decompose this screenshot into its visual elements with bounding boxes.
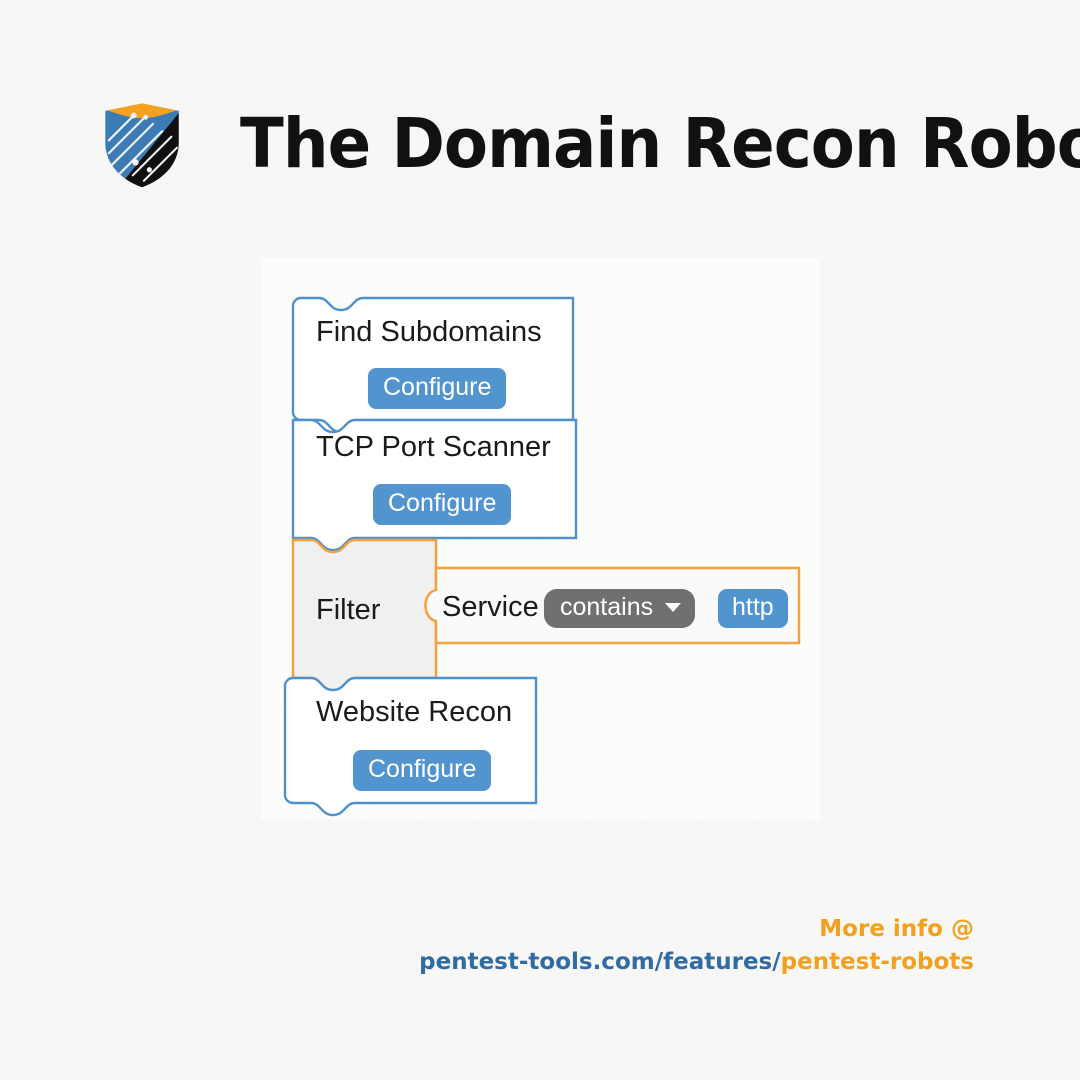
workflow-canvas[interactable]: Find Subdomains Configure TCP Port Scann… <box>261 258 820 821</box>
chevron-down-icon <box>665 603 682 612</box>
footer-url[interactable]: pentest-tools.com/features/pentest-robot… <box>419 948 974 977</box>
footer: More info @ pentest-tools.com/features/p… <box>419 915 974 978</box>
filter-operator-value: contains <box>560 593 654 621</box>
footer-url-prefix: pentest-tools.com/features/ <box>419 949 781 976</box>
footer-url-highlight: pentest-robots <box>780 949 974 976</box>
header: The Domain Recon Robot <box>96 98 1080 190</box>
block-label-tcp-port-scanner: TCP Port Scanner <box>316 431 551 463</box>
configure-button-website-recon[interactable]: Configure <box>353 750 492 791</box>
configure-button-tcp-port-scanner[interactable]: Configure <box>373 484 512 525</box>
filter-operator-dropdown[interactable]: contains <box>544 589 696 628</box>
filter-field-label-service: Service <box>442 591 539 623</box>
footer-more-info: More info @ <box>819 916 974 942</box>
page-title: The Domain Recon Robot <box>240 103 1080 184</box>
configure-button-find-subdomains[interactable]: Configure <box>368 368 507 409</box>
pentest-tools-shield-logo <box>105 103 179 188</box>
block-label-filter: Filter <box>316 594 381 626</box>
block-label-website-recon: Website Recon <box>316 696 513 728</box>
block-label-find-subdomains: Find Subdomains <box>316 316 542 348</box>
filter-value-field[interactable]: http <box>718 589 788 628</box>
